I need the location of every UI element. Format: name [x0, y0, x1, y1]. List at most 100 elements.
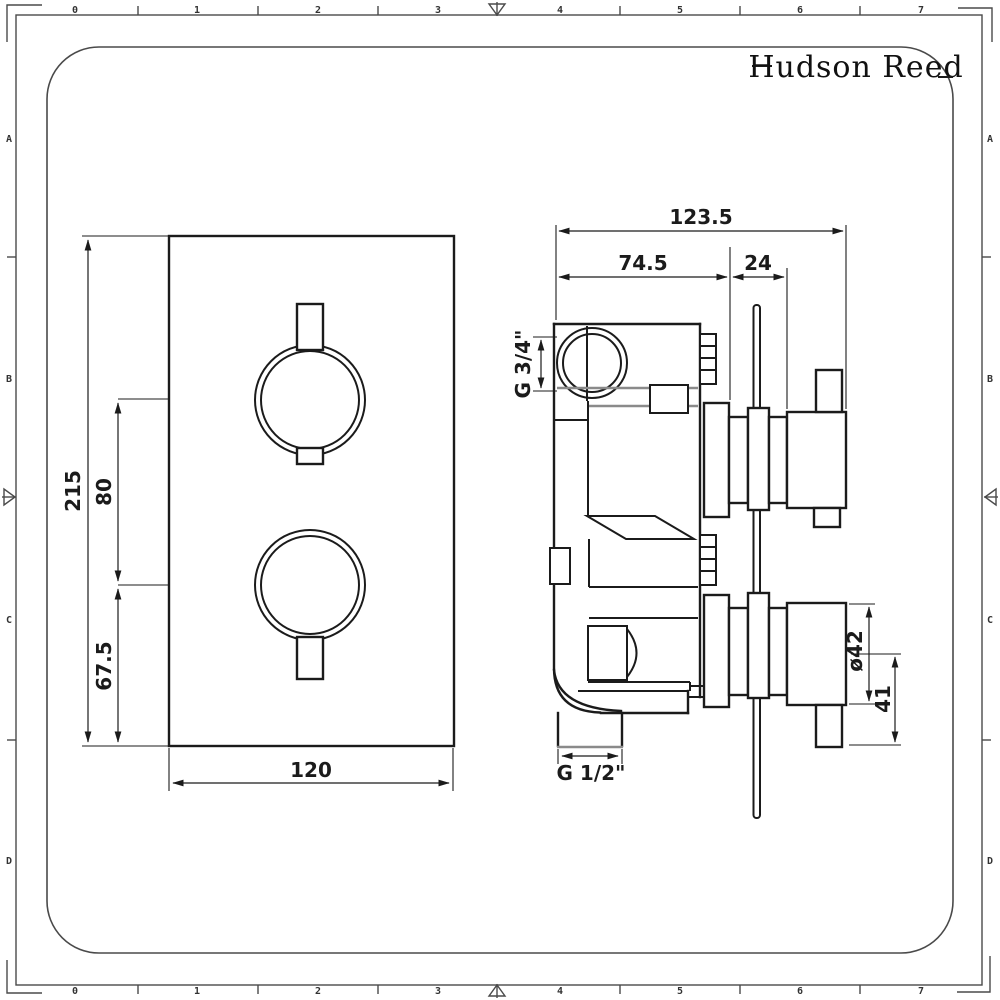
- knob-body: [785, 601, 848, 707]
- ruler-letter: B: [987, 374, 993, 385]
- ruler-letter: B: [6, 374, 12, 385]
- ruler-number: 4: [557, 986, 563, 997]
- spindle-section: [727, 606, 750, 697]
- internal-passage: [583, 515, 698, 540]
- dim-knob-diameter: ø42: [843, 603, 875, 705]
- dim-label: G 3/4": [511, 330, 535, 399]
- dim-label: 80: [92, 478, 116, 506]
- front-view: 215 80 67.5 120: [61, 234, 456, 791]
- dim-label: 24: [744, 251, 772, 275]
- center-mark-right: [983, 487, 998, 507]
- corner-mark-top-right: [958, 7, 993, 42]
- ruler-number: 7: [918, 986, 924, 997]
- center-mark-top: [487, 2, 507, 17]
- center-mark-bottom: [487, 983, 507, 998]
- plate-flange: [746, 406, 771, 512]
- ruler-number: 0: [72, 986, 78, 997]
- ruler-number: 6: [797, 5, 803, 16]
- brand-logo: Hudson Reed: [748, 50, 963, 85]
- bottom-ruler: 0 1 2 3 4 5 6 7: [72, 986, 924, 997]
- dim-inlet-thread: G 3/4": [511, 330, 557, 399]
- knob-handle-tab: [295, 302, 325, 352]
- knob-body: [785, 410, 848, 510]
- plate-flange: [746, 591, 771, 700]
- elbow-inner-curve: [552, 668, 623, 713]
- ruler-letter: C: [987, 615, 993, 626]
- ruler-number: 5: [677, 986, 683, 997]
- inlet-port-inner: [562, 333, 622, 393]
- threaded-connector-top: [699, 333, 717, 385]
- knob-handle-tab: [814, 368, 844, 414]
- spindle-section: [727, 415, 750, 505]
- corner-mark-top-left: [6, 4, 42, 42]
- dim-width: 120: [172, 758, 450, 787]
- frame-line: [15, 14, 983, 986]
- ruler-letter: A: [987, 134, 993, 145]
- wall-plate-side: [752, 304, 761, 819]
- knob-handle-tab: [814, 703, 844, 749]
- knob-lower-tab: [295, 446, 325, 466]
- dim-label: 41: [871, 685, 895, 713]
- ruler-letter: D: [987, 856, 993, 867]
- bottom-knob-side: [702, 591, 848, 749]
- top-ruler: 0 1 2 3 4 5 6 7: [72, 5, 924, 16]
- dim-label: ø42: [843, 630, 867, 672]
- bottom-knob-front: [254, 529, 366, 681]
- body-internals: [549, 326, 717, 698]
- body-left-lug: [549, 547, 571, 585]
- ruler-number: 1: [194, 5, 200, 16]
- dim-body-depth: 74.5: [558, 247, 731, 400]
- ruler-number: 5: [677, 5, 683, 16]
- ruler-number: 1: [194, 986, 200, 997]
- escutcheon: [702, 593, 731, 709]
- dim-label: 74.5: [618, 251, 667, 275]
- dim-label: G 1/2": [557, 761, 626, 785]
- ruler-number: 2: [315, 5, 321, 16]
- knob-inner-ring: [260, 535, 360, 635]
- ruler-letter: C: [6, 615, 12, 626]
- valve-body: [552, 322, 702, 749]
- brand-name: Hudson Reed: [748, 50, 963, 85]
- spacer: [767, 606, 789, 697]
- lower-chamber: [587, 625, 628, 681]
- ruler-ticks: [7, 6, 991, 994]
- ruler-number: 4: [557, 5, 563, 16]
- ruler-letter: D: [6, 856, 12, 867]
- escutcheon: [702, 401, 731, 519]
- dim-knob-bottom-offset: 67.5: [92, 588, 122, 743]
- top-knob-side: [702, 368, 848, 529]
- corner-mark-bottom-right: [957, 956, 991, 993]
- ruler-number: 0: [72, 5, 78, 16]
- dim-label: 120: [290, 758, 332, 782]
- left-ruler: A B C D: [6, 134, 12, 867]
- body-left-edge-elbow: [552, 322, 602, 714]
- dim-outlet-thread: G 1/2": [557, 749, 626, 785]
- ruler-number: 3: [435, 5, 441, 16]
- ruler-number: 2: [315, 986, 321, 997]
- dim-plate-to-knob: 24: [732, 251, 788, 409]
- dim-label: 67.5: [92, 641, 116, 690]
- dim-total-depth: 123.5: [555, 205, 847, 409]
- sheet-border: [46, 46, 954, 954]
- chamber-bulge: [626, 628, 638, 678]
- pipe-block: [649, 384, 689, 414]
- ruler-number: 7: [918, 5, 924, 16]
- corner-mark-bottom-left: [6, 960, 42, 994]
- ruler-number: 3: [435, 986, 441, 997]
- ruler-number: 6: [797, 986, 803, 997]
- center-mark-left: [2, 487, 17, 507]
- dim-knob-spacing: 80: [92, 402, 122, 582]
- knob-inner-ring: [260, 350, 360, 450]
- threaded-connector-bottom: [699, 534, 717, 586]
- dim-knob-protrusion: 41: [849, 653, 901, 746]
- top-knob-front: [254, 302, 366, 466]
- knob-handle-tab: [295, 635, 325, 681]
- knob-lower-tab: [812, 506, 842, 529]
- side-view: 123.5 74.5 24 G 3/4" ø42: [511, 205, 901, 819]
- dim-label: 123.5: [669, 205, 732, 229]
- spacer: [767, 415, 789, 505]
- dim-height: 215: [61, 239, 92, 743]
